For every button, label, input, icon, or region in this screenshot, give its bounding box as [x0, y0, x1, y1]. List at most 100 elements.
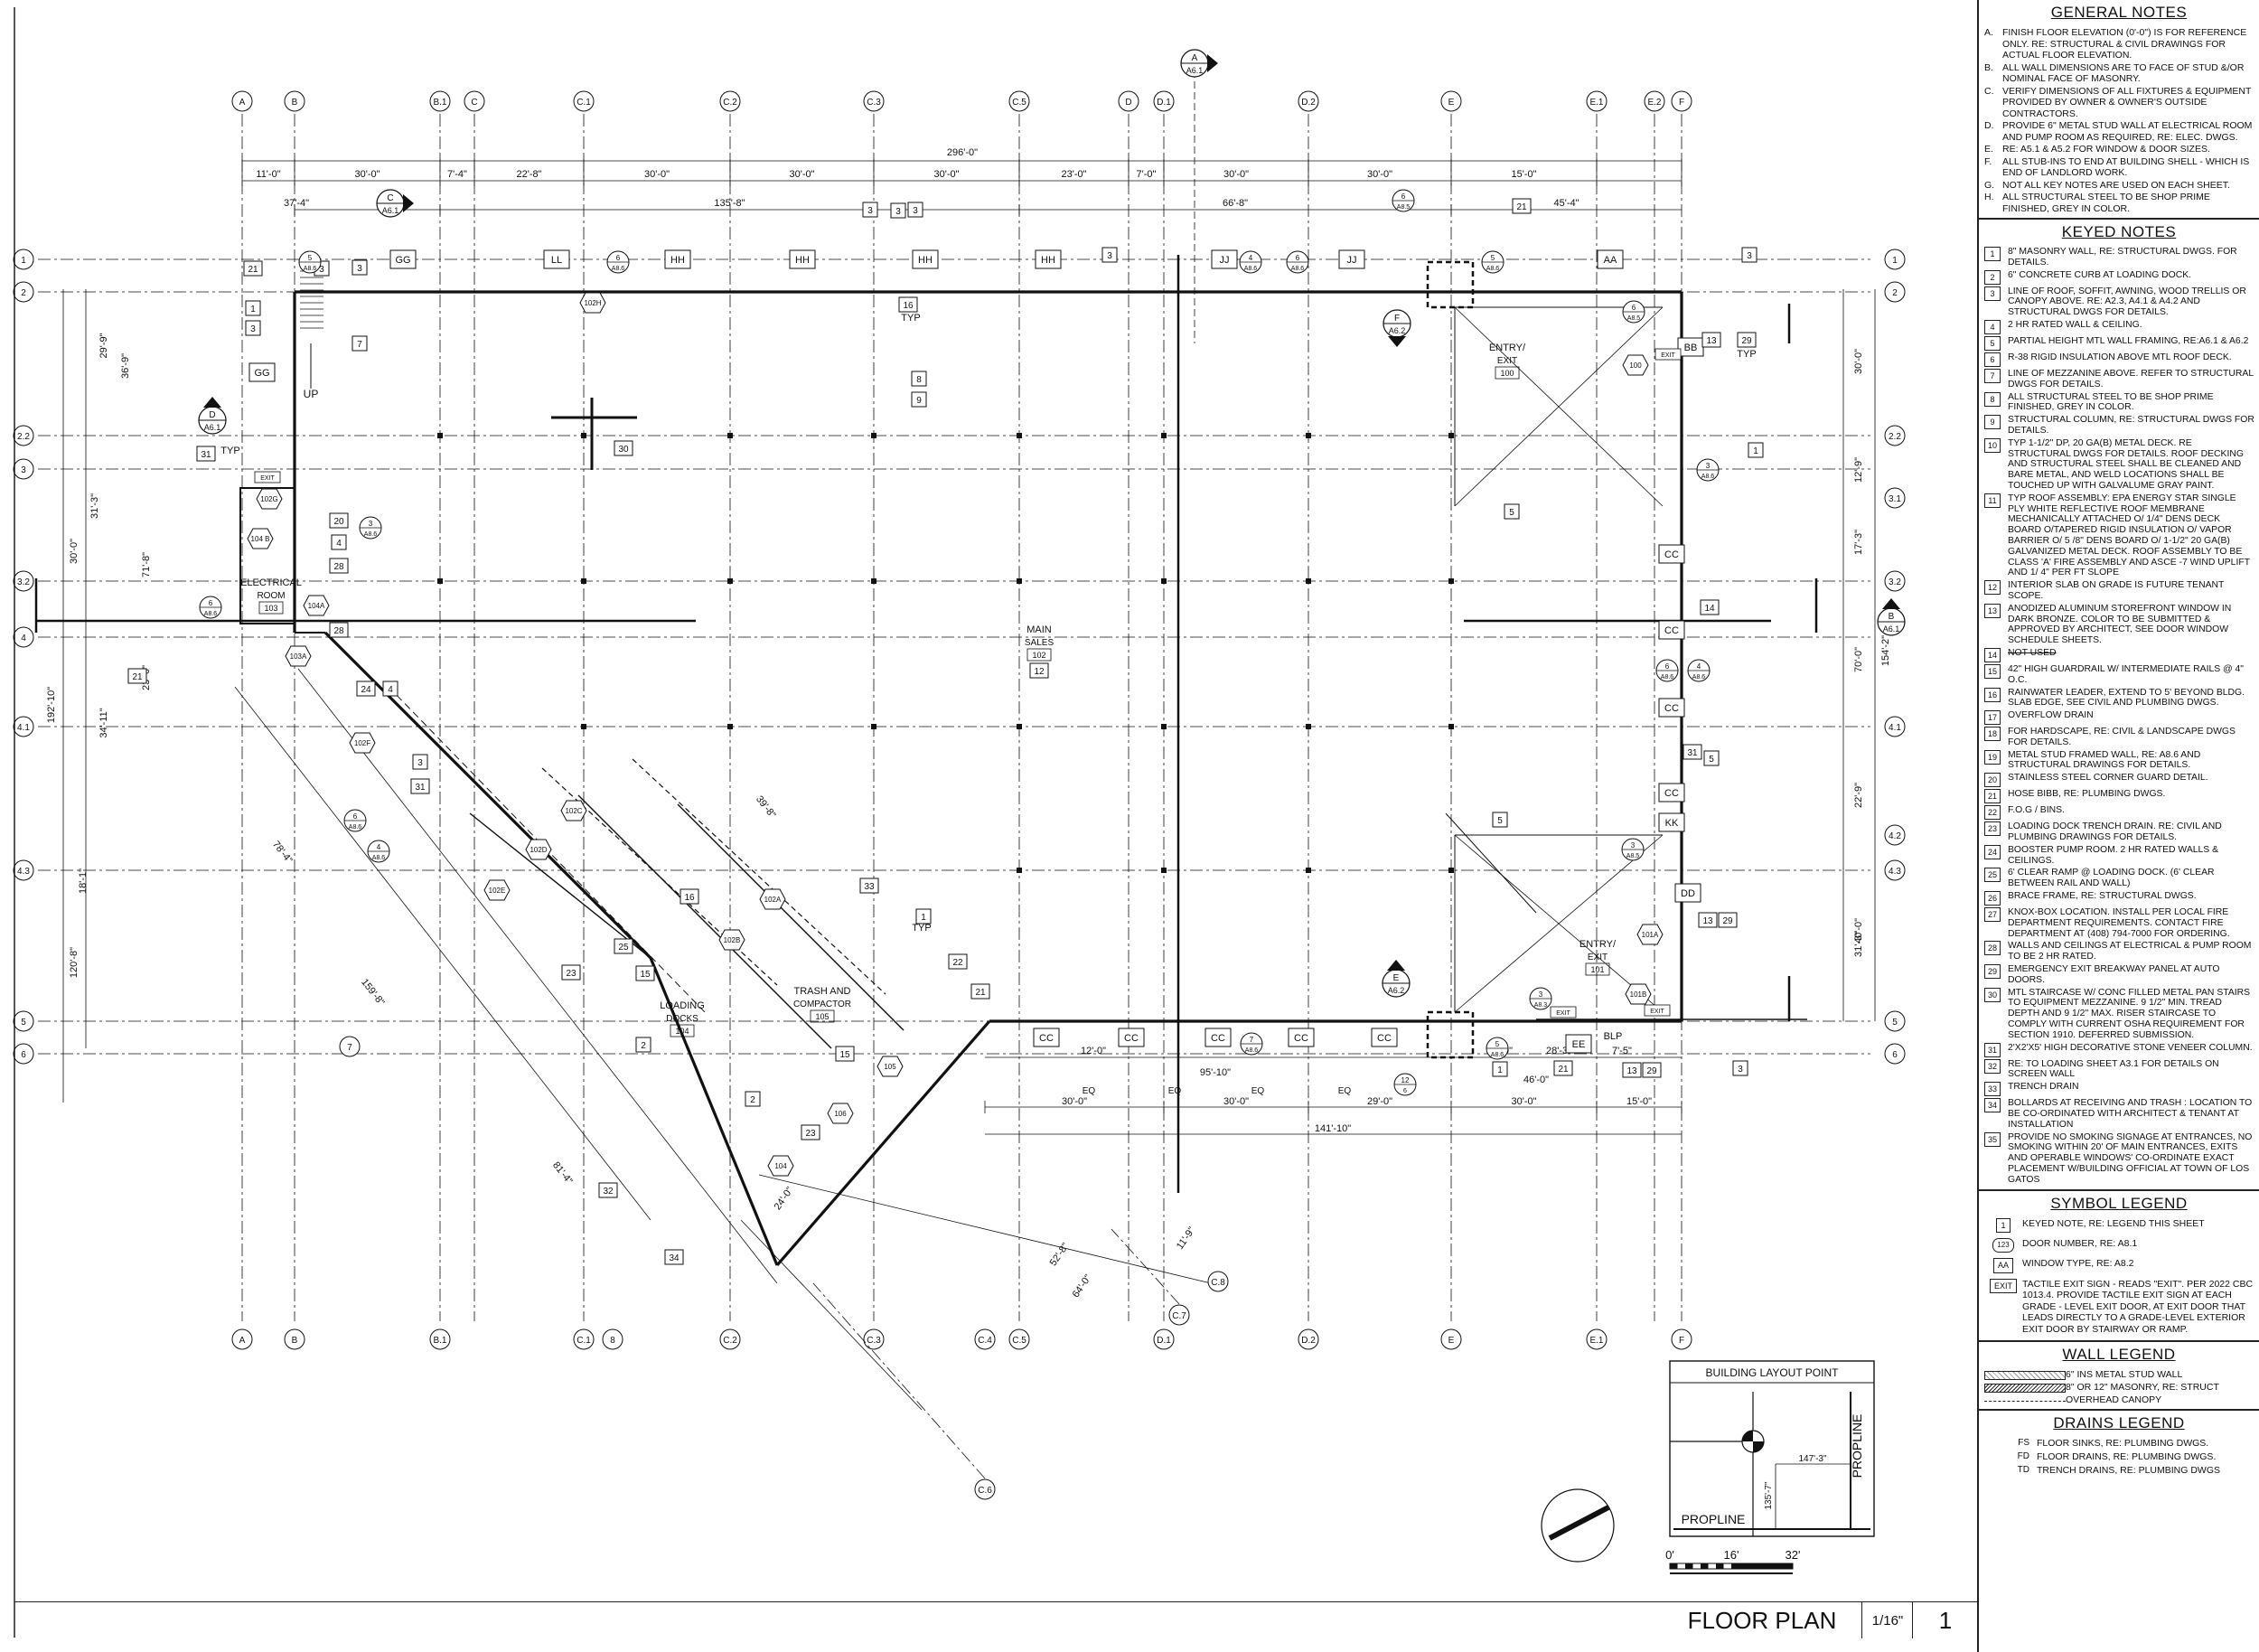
- symbol-glyph-label: 1: [1996, 1217, 2011, 1234]
- keynote-tag-label: 14: [1704, 604, 1715, 614]
- dimension-right: 30'-0": [1853, 349, 1864, 374]
- grid-bubble-right-label: 3.1: [1889, 494, 1901, 504]
- grid-bubble-bottom-label: D.2: [1301, 1336, 1316, 1346]
- structural-column: [1017, 868, 1022, 873]
- keynote-tag: [352, 259, 368, 276]
- dimension-bottom-row: 30'-0": [1223, 1096, 1249, 1107]
- sheet-title: FLOOR PLAN: [1687, 1606, 1837, 1634]
- window-tag-top: [664, 249, 691, 269]
- window-tag-bottom: [1118, 1028, 1145, 1047]
- keynote-tag: [859, 878, 879, 894]
- dimension-top-row: 30'-0": [933, 169, 959, 180]
- window-tag-top-label: JJ: [1347, 255, 1357, 266]
- detail-reference-num: 4: [1249, 254, 1253, 262]
- dimension-diagonal: 39'-8": [754, 793, 778, 821]
- keynote-tag: [801, 1124, 820, 1140]
- window-tag-top-label: HH: [1041, 255, 1055, 266]
- keyed-note-text: 2 HR RATED WALL & CEILING.: [2008, 319, 2142, 330]
- keyed-note-number: 8: [1984, 391, 2001, 407]
- detail-reference-sheet: A8.6: [1244, 266, 1258, 272]
- keynote-tag: [635, 965, 655, 981]
- window-tag-side-label: CC: [1664, 549, 1679, 560]
- dimension-top-row: 30'-0": [1367, 169, 1392, 180]
- keyed-note-number: 20: [1984, 773, 2001, 788]
- detail-reference-sheet: A8.6: [1692, 674, 1706, 681]
- keynote-tag-label: 1: [250, 305, 256, 314]
- dimension-top-row: 23'-0": [1061, 169, 1086, 180]
- keyed-note-text: RE: TO LOADING SHEET A3.1 FOR DETAILS ON…: [2008, 1058, 2219, 1080]
- symbol-legend-text: KEYED NOTE, RE: LEGEND THIS SHEET: [2022, 1217, 2205, 1229]
- grid-bubble-left: [13, 1010, 34, 1032]
- dimension-bottom-row: 30'-0": [1511, 1096, 1536, 1107]
- drain-text: FLOOR DRAINS, RE: PLUMBING DWGS.: [2037, 1451, 2217, 1463]
- general-note-item: B.ALL WALL DIMENSIONS ARE TO FACE OF STU…: [1984, 62, 2254, 85]
- detail-reference-num: 3: [1631, 841, 1636, 849]
- grid-bubble-top: [863, 90, 885, 112]
- window-tag-side: [1674, 883, 1701, 903]
- dimension-right: 22'-9": [1853, 783, 1864, 808]
- general-note-letter: C.: [1984, 85, 1994, 97]
- general-note-item: E.RE: A5.1 & A5.2 FOR WINDOW & DOOR SIZE…: [1984, 144, 2254, 155]
- room-loading-docks-sub: DOCKS: [666, 1014, 698, 1024]
- dimension-diagonal: 24'-0": [773, 1185, 796, 1212]
- dimension-top-row: 30'-0": [1223, 169, 1249, 180]
- keyed-note-number: 12: [1984, 580, 2001, 596]
- dimension-left: 36'-9": [120, 353, 131, 379]
- room-electrical-number-box: [258, 601, 284, 615]
- grid-bubble-bottom-label: D.1: [1157, 1336, 1171, 1346]
- keyed-note-text: PROVIDE NO SMOKING SIGNAGE AT ENTRANCES,…: [2008, 1131, 2253, 1185]
- door-tag: [560, 800, 587, 821]
- keynote-tag: [1553, 1060, 1573, 1076]
- keynote-tag-label: 1: [1753, 446, 1758, 456]
- eq-label: EQ: [1083, 1086, 1096, 1096]
- structural-column: [1306, 578, 1311, 584]
- keynote-tag: [243, 260, 263, 277]
- dimension-diagonal: 64'-0": [1071, 1272, 1094, 1300]
- propline-horizontal-label: PROPLINE: [1682, 1512, 1746, 1526]
- keynote-tag-label: 15: [640, 970, 651, 980]
- general-note-text: VERIFY DIMENSIONS OF ALL FIXTURES & EQUI…: [2002, 85, 2252, 119]
- drain-code: FS: [2018, 1438, 2029, 1449]
- keyed-note-text: STAINLESS STEEL CORNER GUARD DETAIL.: [2008, 773, 2208, 784]
- keynote-tag-label: 21: [248, 265, 258, 275]
- symbol-glyph: 1: [1984, 1217, 2022, 1234]
- keyed-note-number: 16: [1984, 687, 2001, 702]
- grid-bubble-top-label: A: [239, 98, 246, 108]
- detail-reference-num: 12: [1401, 1076, 1410, 1084]
- grid-bubble-right-label: 4.1: [1889, 723, 1901, 733]
- grid-bubble-bottom-label: B: [292, 1336, 298, 1346]
- grid-bubble-diagonal: [1207, 1271, 1229, 1292]
- keynote-tag: [1622, 1062, 1642, 1078]
- divider: [1979, 1188, 2259, 1191]
- window-tag-side-label: KK: [1665, 818, 1679, 829]
- grid-bubble-bottom-label: E: [1448, 1336, 1455, 1346]
- sheet-number: 1: [1912, 1602, 1978, 1638]
- keynote-tag-label: 34: [669, 1253, 680, 1263]
- structural-column: [1017, 724, 1022, 729]
- structural-column: [581, 578, 586, 584]
- room-main-sales-number-box: [1026, 648, 1052, 662]
- general-note-letter: H.: [1984, 192, 1994, 202]
- keynote-tag: [352, 335, 368, 352]
- dimension-bottom-overall: 141'-10": [1315, 1123, 1351, 1134]
- keynote-tag: [614, 938, 633, 954]
- section-marker-b-sheet: A6.1: [1883, 624, 1900, 634]
- dimension-top-row: 30'-0": [789, 169, 814, 180]
- keyed-note-text: R-38 RIGID INSULATION ABOVE MTL ROOF DEC…: [2008, 352, 2232, 362]
- window-tag-side: [1565, 1034, 1592, 1054]
- symbol-glyph-label: 123: [1992, 1238, 2014, 1253]
- keynote-tag-label: 3: [319, 265, 324, 275]
- general-note-letter: G.: [1984, 179, 1995, 191]
- grid-bubble-right: [1884, 1043, 1906, 1065]
- door-tag-label: 102B: [724, 936, 741, 944]
- grid-bubble-right-label: 5: [1892, 1018, 1898, 1028]
- window-tag-top: [1597, 249, 1624, 269]
- structural-column: [1448, 433, 1454, 438]
- divider: [1979, 218, 2259, 220]
- typ-label: TYP: [1737, 349, 1756, 360]
- keyed-note-number: 14: [1984, 647, 2001, 662]
